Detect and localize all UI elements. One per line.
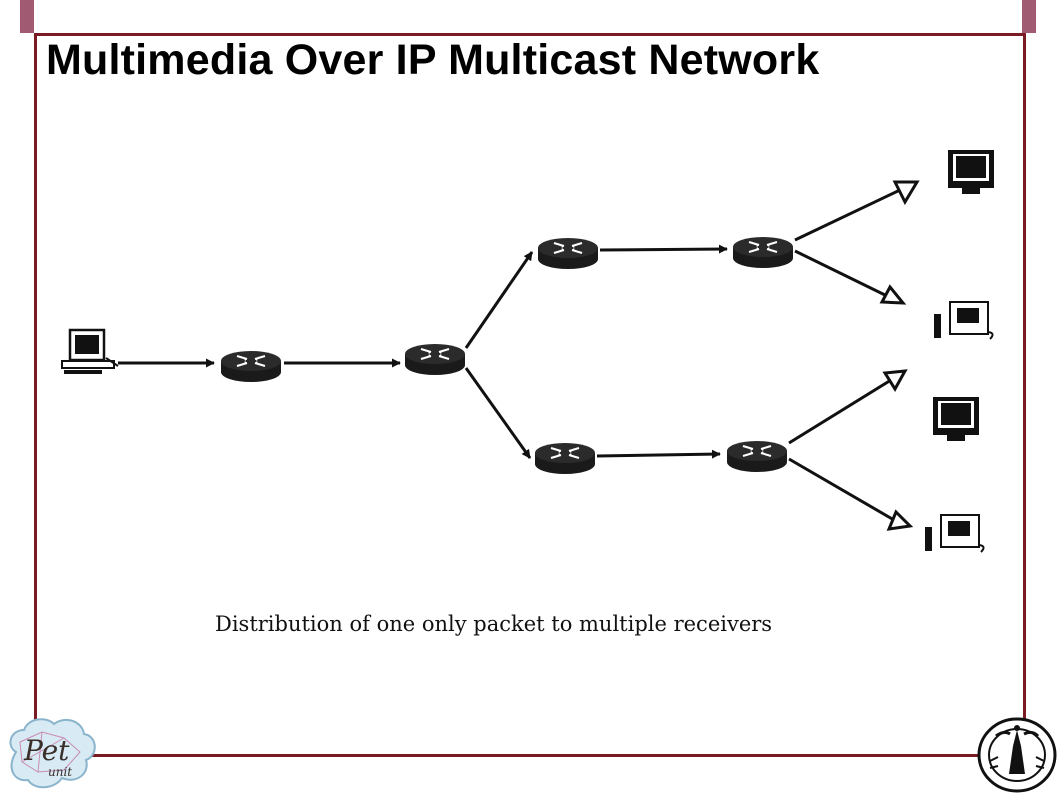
hollow-arrow-recv3 [882,369,908,392]
corner-accent-left [20,0,34,33]
receiver-monitor-icon-1 [948,150,994,194]
slide-title: Multimedia Over IP Multicast Network [46,36,820,84]
hollow-arrow-recv4 [886,509,914,531]
link-lines [118,188,901,522]
source-computer-icon [61,328,119,374]
receiver-workstation-icon-2 [934,301,994,340]
svg-text:unit: unit [48,765,72,779]
receiver-monitor-icon-3 [933,397,979,441]
svg-text:Pet: Pet [23,734,70,767]
router-r6 [726,440,788,473]
router-r5 [732,236,794,269]
link-r3-r5 [599,244,728,254]
router-r4 [534,442,596,475]
link-r5-recv1 [794,188,901,242]
corner-accent-right [1022,0,1036,33]
link-r6-recv4 [788,457,895,522]
link-r4-r6 [596,449,721,459]
pet-unit-logo: Pet unit [9,718,96,789]
link-r6-recv3 [788,378,892,445]
router-r2 [404,343,466,376]
diagram-caption: Distribution of one only packet to multi… [215,612,773,636]
link-r5-recv2 [794,249,888,298]
hollow-arrow-recv1 [892,180,920,206]
hollow-arrowheads [879,180,920,531]
router-r3 [537,237,599,270]
iisc-emblem-logo [977,717,1057,793]
hollow-arrow-recv2 [879,284,907,305]
slide-frame [34,33,1026,757]
link-r2-r3 [464,251,534,349]
router-r1 [220,350,282,383]
link-r2-r4 [464,367,532,459]
receiver-workstation-icon-4 [925,514,985,553]
